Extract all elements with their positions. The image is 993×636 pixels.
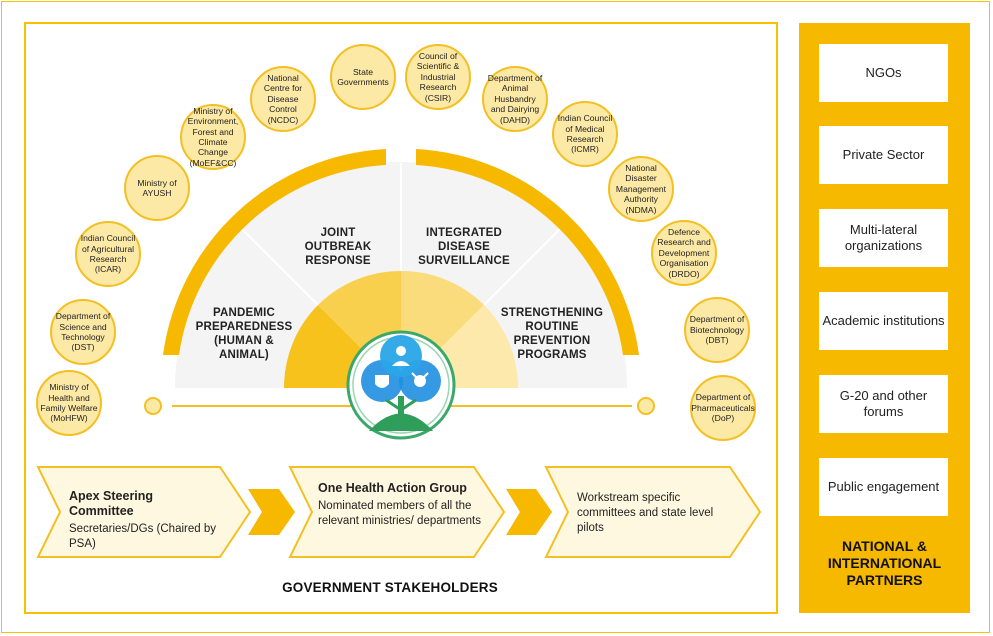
flow-step-1-text: Secretaries/DGs (Chaired by PSA) [69,523,216,550]
stakeholder-circle: Department of Biotechnology (DBT) [684,297,750,363]
arc-band-left [163,149,386,355]
partner-public-engagement: Public engagement [819,458,948,516]
stakeholder-circle: Ministry of AYUSH [124,155,190,221]
government-title: GOVERNMENT STAKEHOLDERS [282,580,498,595]
arc-band-right [416,149,639,355]
pillar-integrated-disease-surveillance: INTEGRATED DISEASE SURVEILLANCE [418,227,510,267]
stakeholder-circle: Department of Animal Husbandry and Dairy… [482,66,548,132]
stakeholder-circle: Ministry of Environment, Forest and Clim… [180,104,246,170]
partner-multilateral: Multi-lateral organizations [819,209,948,267]
pillar-joint-outbreak-response: JOINT OUTBREAK RESPONSE [304,227,372,267]
flow-step-2: One Health Action Group Nominated member… [318,481,490,529]
pillar-pandemic-preparedness: PANDEMIC PREPAREDNESS (HUMAN & ANIMAL) [195,307,293,361]
flow-step-2-text: Nominated members of all the relevant mi… [318,500,481,527]
stakeholder-circle: Indian Council of Medical Research (ICMR… [552,101,618,167]
partner-g20: G-20 and other forums [819,375,948,433]
one-health-logo-icon [346,330,456,440]
flow-chevron-2 [506,489,552,535]
stakeholder-circle: Defence Research and Development Organis… [651,220,717,286]
flow-step-1-shape [36,466,252,558]
partner-academic: Academic institutions [819,292,948,350]
stakeholder-circle: State Governments [330,44,396,110]
flow-step-2-shape [288,466,506,558]
stakeholder-circle: Indian Council of Agricultural Research … [75,221,141,287]
partner-ngos: NGOs [819,44,948,102]
flow-chevron-1 [248,489,295,535]
stakeholder-circle: National Disaster Management Authority (… [608,156,674,222]
partner-private-sector: Private Sector [819,126,948,184]
pillar-strengthening-prevention: STRENGTHENING ROUTINE PREVENTION PROGRAM… [500,307,604,361]
baseline-end-left [144,397,162,415]
flow-step-2-title: One Health Action Group [318,481,467,495]
flow-step-1: Apex Steering Committee Secretaries/DGs … [69,489,219,552]
flow-step-3: Workstream specific committees and state… [577,491,735,536]
partners-title: NATIONAL & INTERNATIONAL PARTNERS [827,538,942,588]
flow-step-1-title: Apex Steering Committee [69,489,154,518]
stakeholder-circle: Department of Science and Technology (DS… [50,299,116,365]
baseline-end-right [637,397,655,415]
partners-panel: NGOs Private Sector Multi-lateral organi… [799,23,970,613]
stakeholder-circle: Council of Scientific & Industrial Resea… [405,44,471,110]
stakeholder-circle: Department of Pharmaceuticals (DoP) [690,375,756,441]
stakeholder-circle: Ministry of Health and Family Welfare (M… [36,370,102,436]
flow-step-3-text: Workstream specific committees and state… [577,492,714,534]
flow-step-3-shape [544,466,762,558]
stakeholder-circle: National Centre for Disease Control (NCD… [250,66,316,132]
